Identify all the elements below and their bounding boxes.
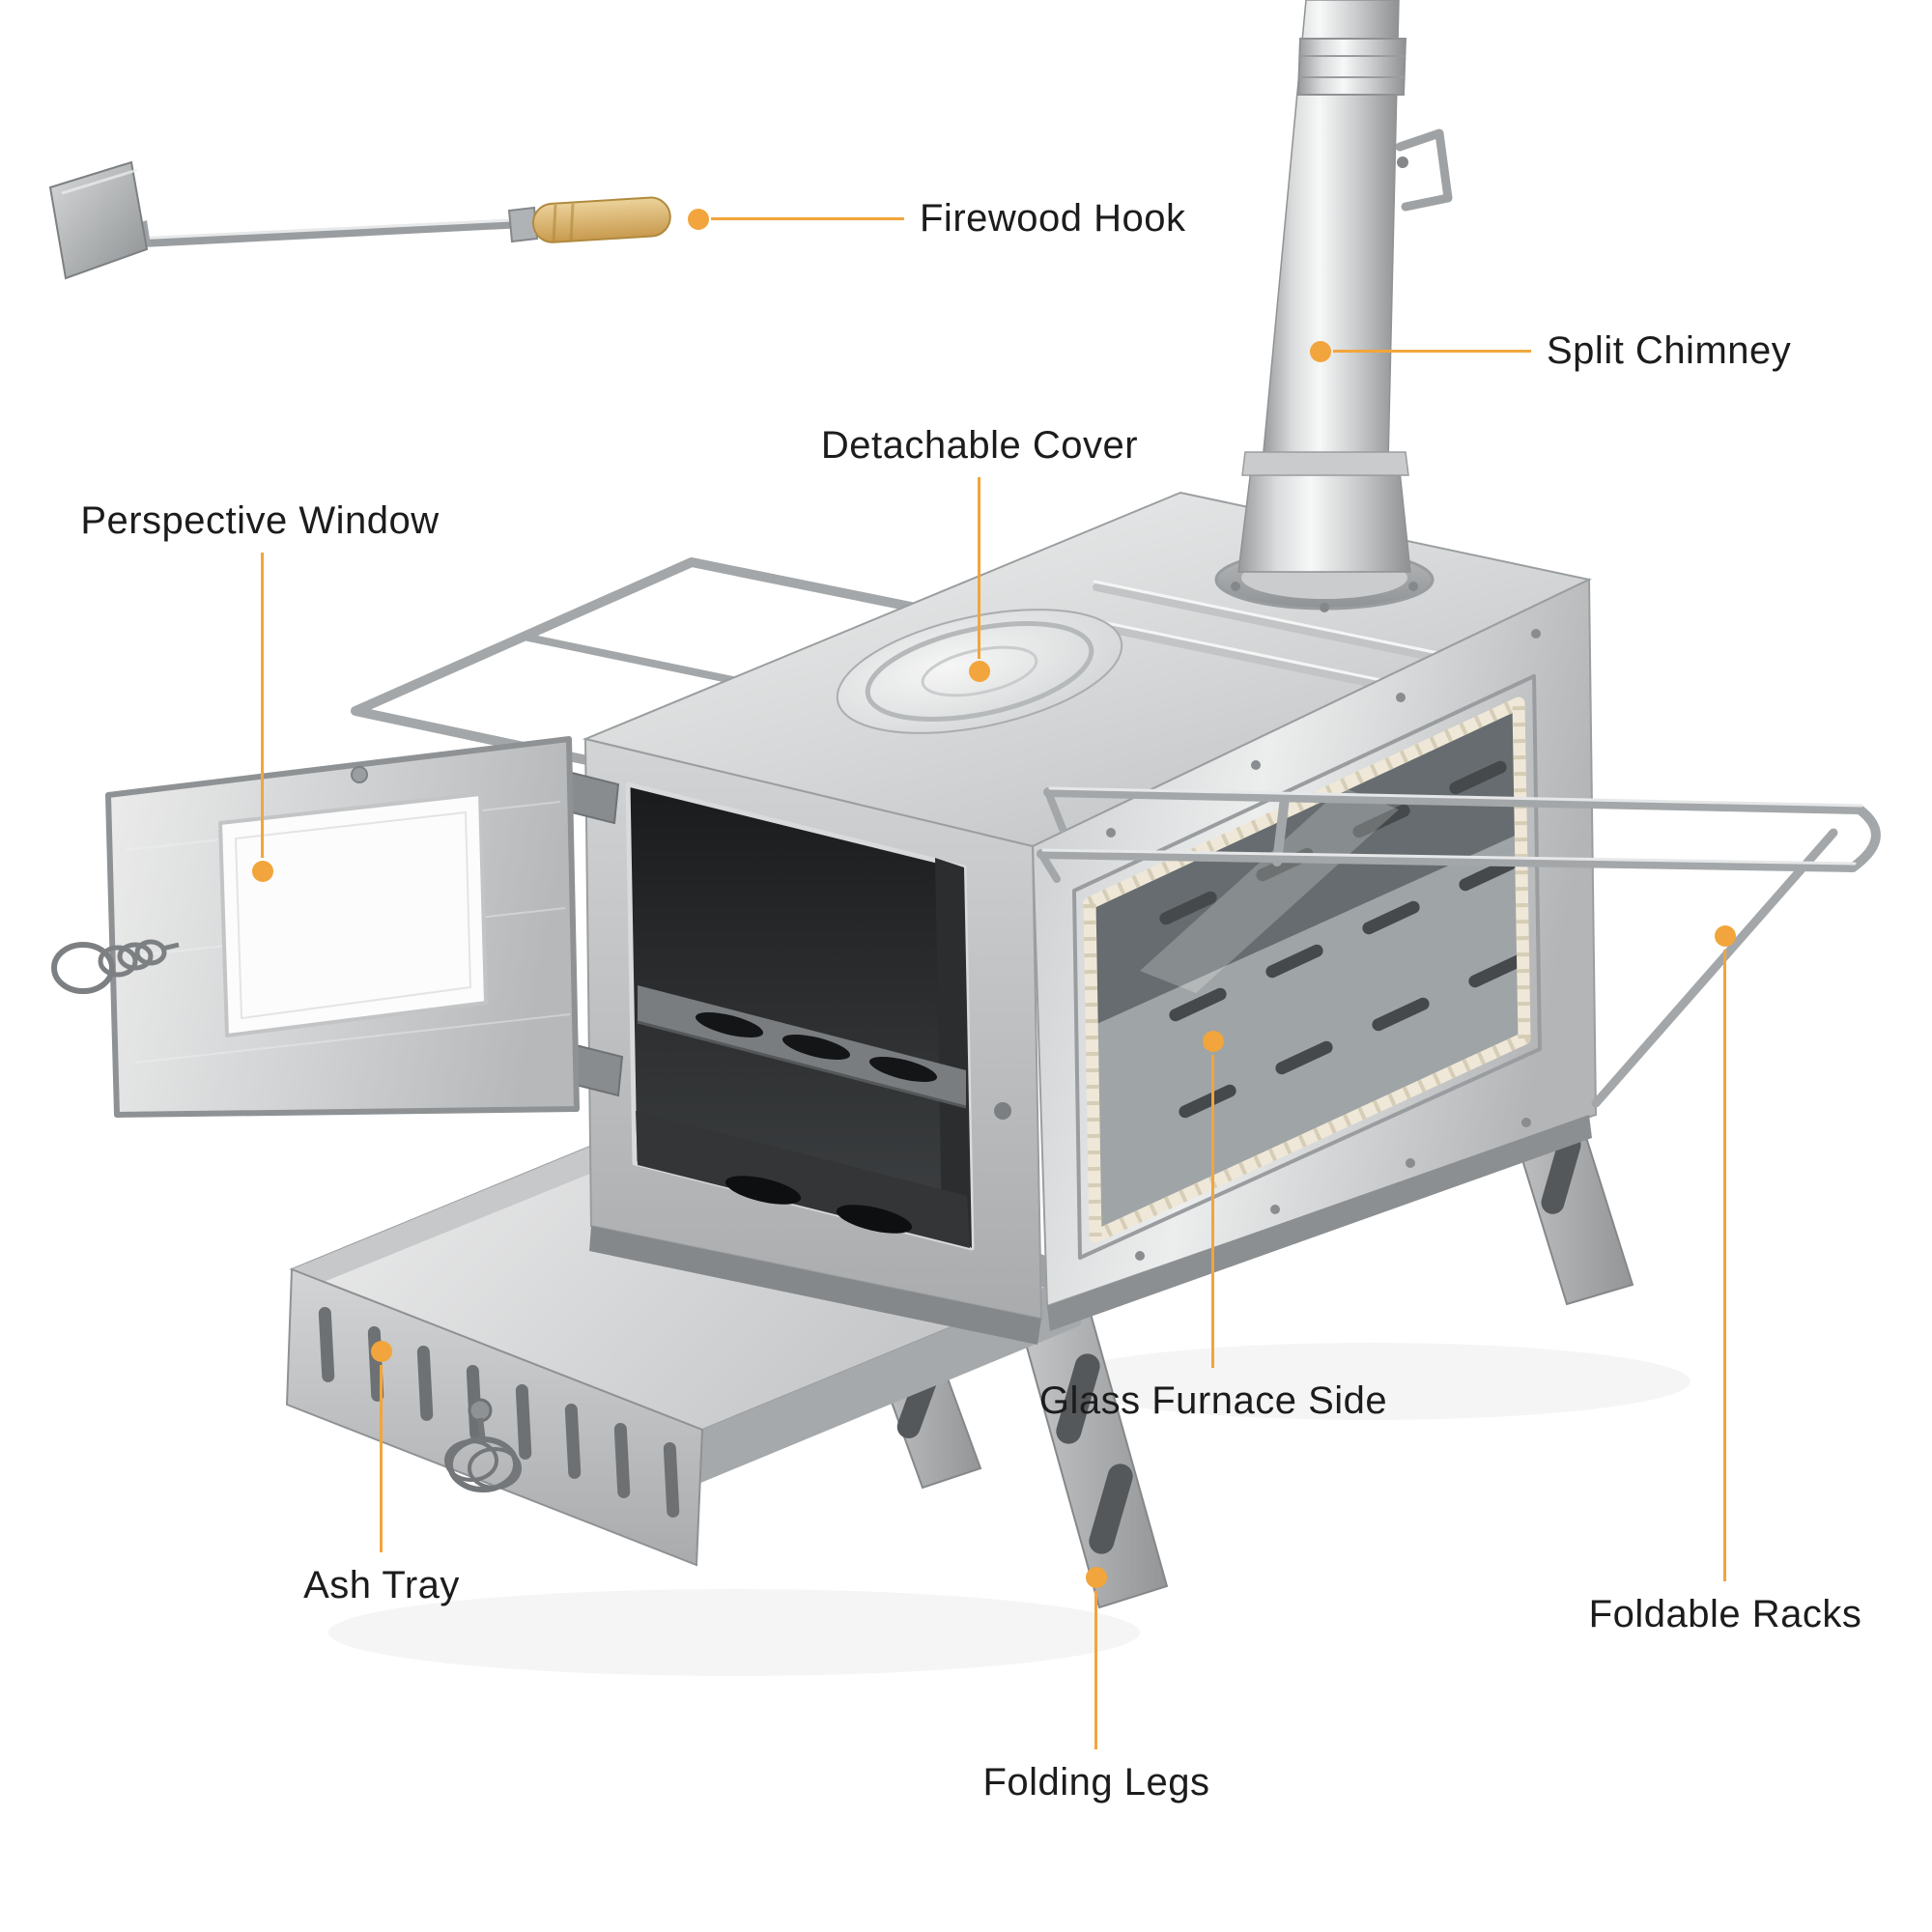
door-latch [994, 1102, 1011, 1120]
split-chimney [1237, 0, 1453, 573]
callout-leader-line [1211, 1055, 1214, 1368]
chimney-handle [1395, 128, 1453, 212]
grate-slots [1159, 760, 1526, 1119]
callout-label: Ash Tray [303, 1564, 460, 1606]
right-foldable-rack [1037, 786, 1881, 1108]
callout-label: Detachable Cover [820, 424, 1139, 467]
callout-leader-line [1333, 350, 1531, 353]
firewood-hook-tool [48, 160, 671, 280]
door-spring-handle [51, 939, 180, 994]
stove-body [566, 0, 1598, 1345]
ash-tray-knob [468, 1398, 493, 1423]
callout-dot [969, 661, 990, 682]
rivets [1106, 629, 1541, 1261]
callout-dot [688, 209, 709, 230]
callout-label: Firewood Hook [920, 197, 1186, 240]
callout-dot [1715, 925, 1736, 947]
furnace-opening [625, 781, 975, 1251]
callout-leader-line [711, 217, 904, 220]
door-screw [351, 766, 368, 783]
callout-leader-line [261, 553, 264, 858]
callout-leader-line [1094, 1591, 1097, 1749]
callout-dot [252, 861, 273, 882]
callout-dot [1203, 1031, 1224, 1052]
callout-label: Foldable Racks [1588, 1593, 1862, 1635]
stove-door [51, 736, 580, 1118]
callout-dot [371, 1341, 392, 1362]
callout-label: Perspective Window [80, 499, 440, 542]
callout-label: Glass Furnace Side [1038, 1379, 1388, 1422]
callout-label: Split Chimney [1547, 329, 1792, 372]
callout-dot [1086, 1567, 1107, 1588]
perspective-window-pane [218, 792, 488, 1037]
callout-dot [1310, 341, 1331, 362]
callout-leader-line [1723, 950, 1726, 1581]
ash-tray-spring-handle [444, 1417, 522, 1492]
glass-furnace-window [1072, 674, 1542, 1260]
callout-leader-line [978, 477, 980, 659]
callout-leader-line [380, 1365, 383, 1552]
callout-label: Folding Legs [982, 1761, 1210, 1804]
